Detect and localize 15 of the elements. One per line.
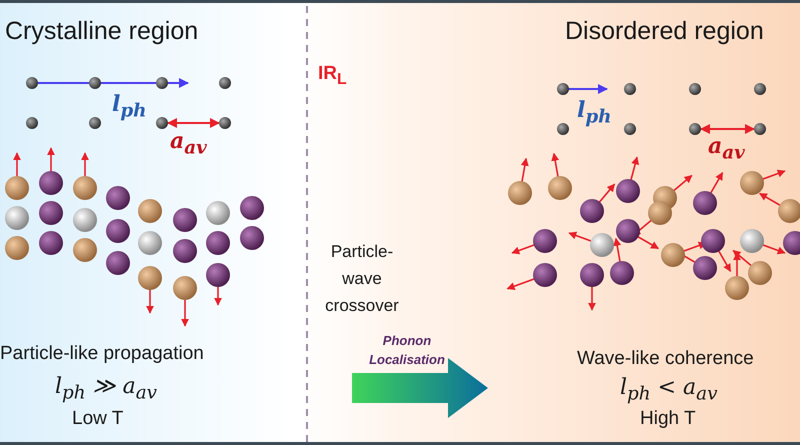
formula-text: l$_{ph}$ < a$_{av}$ (620, 375, 718, 404)
symbol-label: a$_{av}$ (170, 128, 207, 158)
annotation-text: Particle-wave crossover (324, 241, 400, 317)
caption-text: Wave-like coherence (577, 348, 754, 370)
region-title: Crystalline region (5, 17, 198, 46)
caption-text: High T (640, 408, 696, 430)
formula-text: l$_{ph}$ ≫ a$_{av}$ (55, 373, 157, 404)
symbol-label: IR$_{L}$ (318, 63, 347, 89)
symbol-label: l$_{ph}$ (112, 91, 147, 122)
caption-text: Particle-like propagation (0, 343, 204, 365)
symbol-label: a$_{av}$ (708, 133, 745, 164)
arrow-label: Phonon Localisation (368, 332, 446, 369)
region-title: Disordered region (565, 17, 764, 46)
symbol-label: l$_{ph}$ (577, 97, 612, 128)
caption-text: Low T (72, 408, 124, 430)
